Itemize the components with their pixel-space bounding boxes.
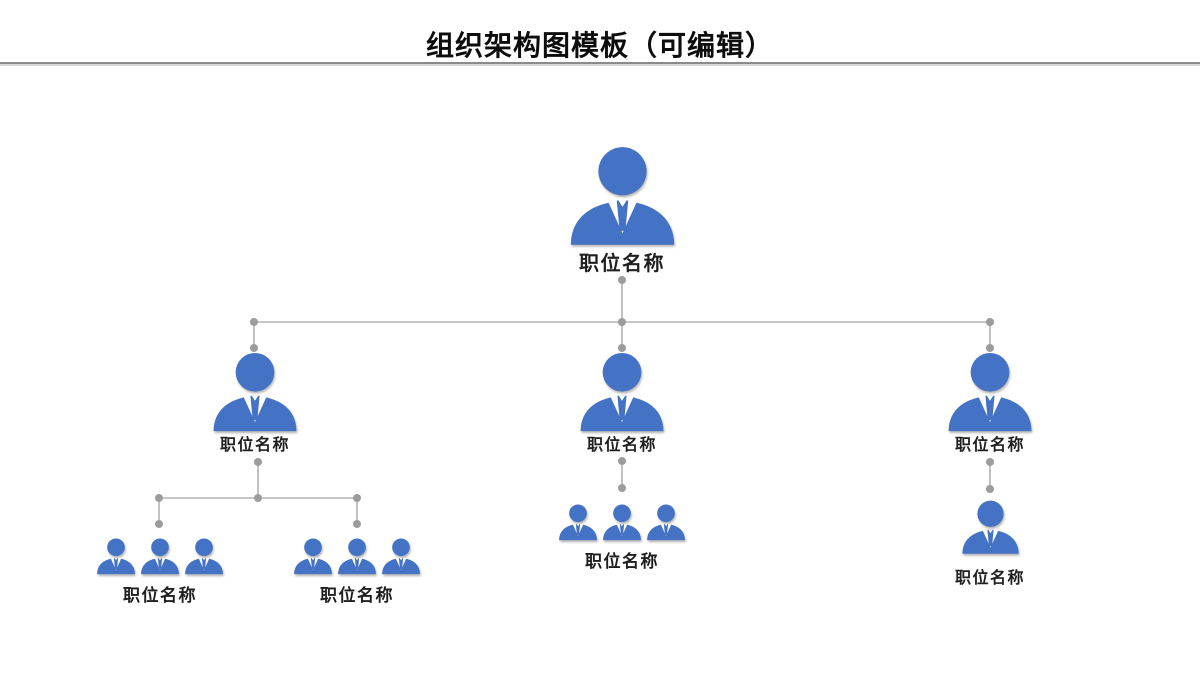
- node-label[interactable]: 职位名称: [586, 435, 657, 454]
- person-icon: [336, 538, 378, 575]
- person-icon[interactable]: [944, 352, 1036, 433]
- person-icon[interactable]: [209, 352, 301, 433]
- person-icon: [139, 538, 181, 575]
- org-node-single-right: 职位名称: [920, 500, 1060, 588]
- page-title: 组织架构图模板（可编辑）: [425, 29, 774, 62]
- person-icon: [292, 538, 334, 575]
- person-icon[interactable]: [576, 352, 668, 433]
- node-label[interactable]: 职位名称: [219, 435, 290, 454]
- node-label[interactable]: 职位名称: [579, 251, 665, 275]
- person-group-icon[interactable]: [557, 504, 687, 541]
- node-label[interactable]: 职位名称: [320, 586, 394, 606]
- title-divider: [0, 62, 1200, 66]
- org-node-root: 职位名称: [552, 146, 692, 276]
- person-icon: [95, 538, 137, 575]
- org-node-manager-right: 职位名称: [920, 352, 1060, 455]
- person-icon: [557, 504, 599, 541]
- node-label[interactable]: 职位名称: [954, 568, 1025, 587]
- org-node-team-left-a: 职位名称: [90, 538, 230, 606]
- node-label[interactable]: 职位名称: [954, 435, 1025, 454]
- node-label[interactable]: 职位名称: [585, 552, 659, 572]
- person-icon[interactable]: [565, 146, 680, 247]
- org-node-manager-middle: 职位名称: [552, 352, 692, 455]
- org-node-manager-left: 职位名称: [185, 352, 325, 455]
- org-node-team-left-b: 职位名称: [287, 538, 427, 606]
- person-icon: [183, 538, 225, 575]
- person-icon: [601, 504, 643, 541]
- org-node-team-middle: 职位名称: [552, 504, 692, 572]
- person-group-icon[interactable]: [292, 538, 422, 575]
- person-icon: [645, 504, 687, 541]
- person-icon[interactable]: [959, 500, 1022, 555]
- node-label[interactable]: 职位名称: [123, 586, 197, 606]
- person-icon: [380, 538, 422, 575]
- person-group-icon[interactable]: [95, 538, 225, 575]
